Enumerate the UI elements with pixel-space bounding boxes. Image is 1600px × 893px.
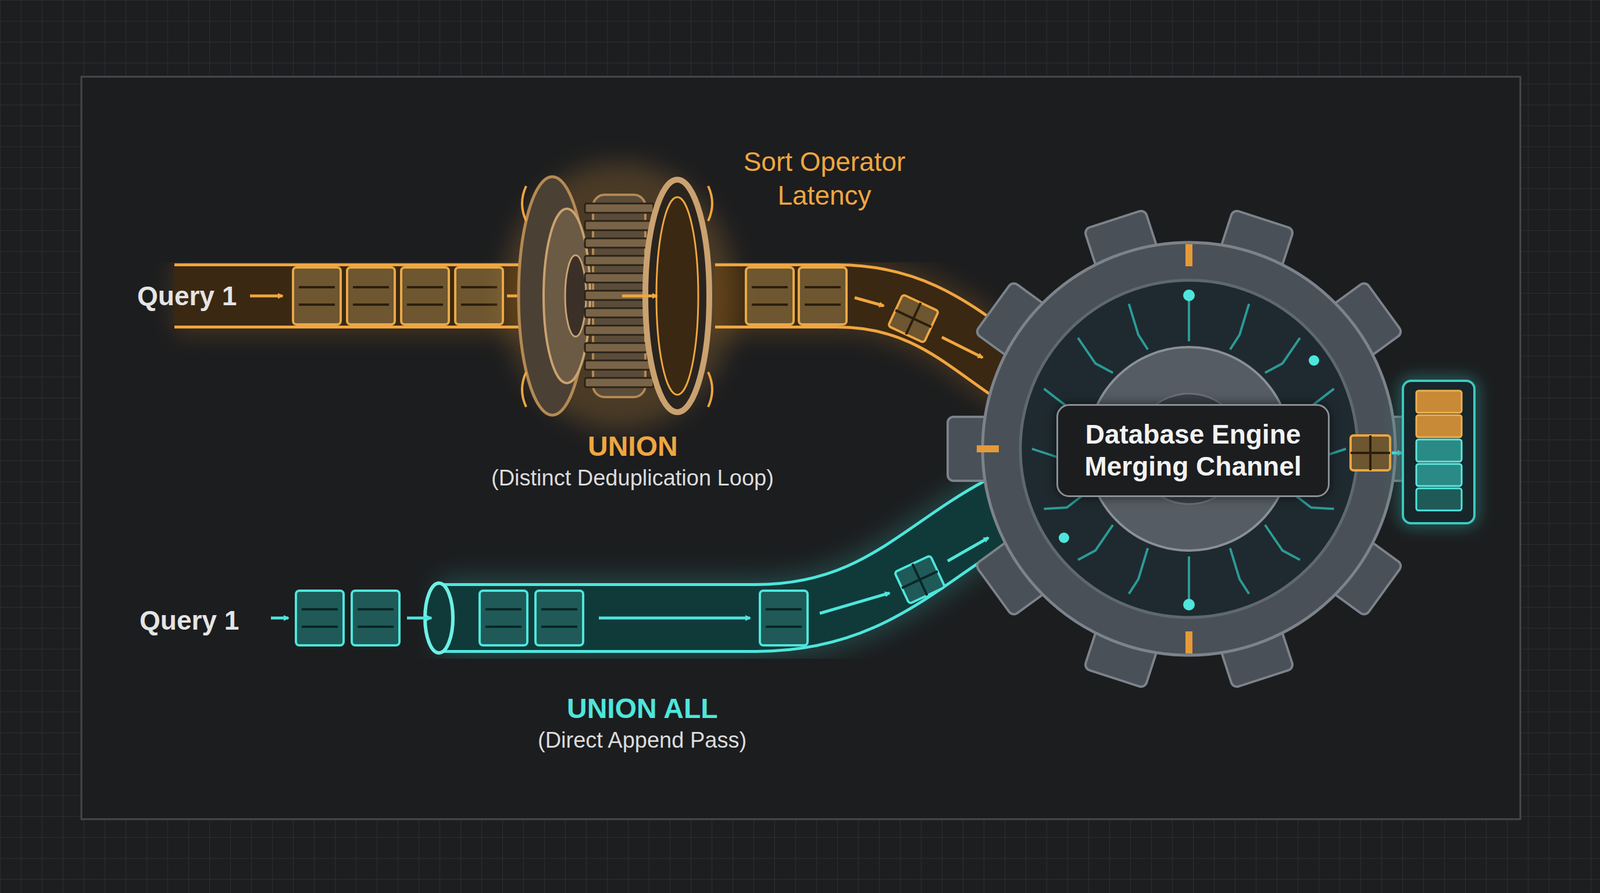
dedup-clutch <box>502 162 736 430</box>
latency-note: Sort Operator Latency <box>696 145 953 213</box>
engine-box: Database Engine Merging Channel <box>1056 404 1330 498</box>
panel <box>81 76 1521 820</box>
operator-name: UNION ALL <box>566 692 719 725</box>
operator-note: (Distinct Deduplication Loop) <box>491 465 774 491</box>
query-label: Query 1 <box>137 280 237 312</box>
operator-name: UNION <box>587 430 678 463</box>
union-all-pipe <box>270 482 1076 653</box>
box-text: Database Engine Merging Channel <box>1077 418 1309 483</box>
engine-gear <box>947 209 1431 688</box>
output-stack <box>1350 380 1475 524</box>
query-label: Query 1 <box>139 604 239 637</box>
operator-note: (Direct Append Pass) <box>537 727 747 753</box>
